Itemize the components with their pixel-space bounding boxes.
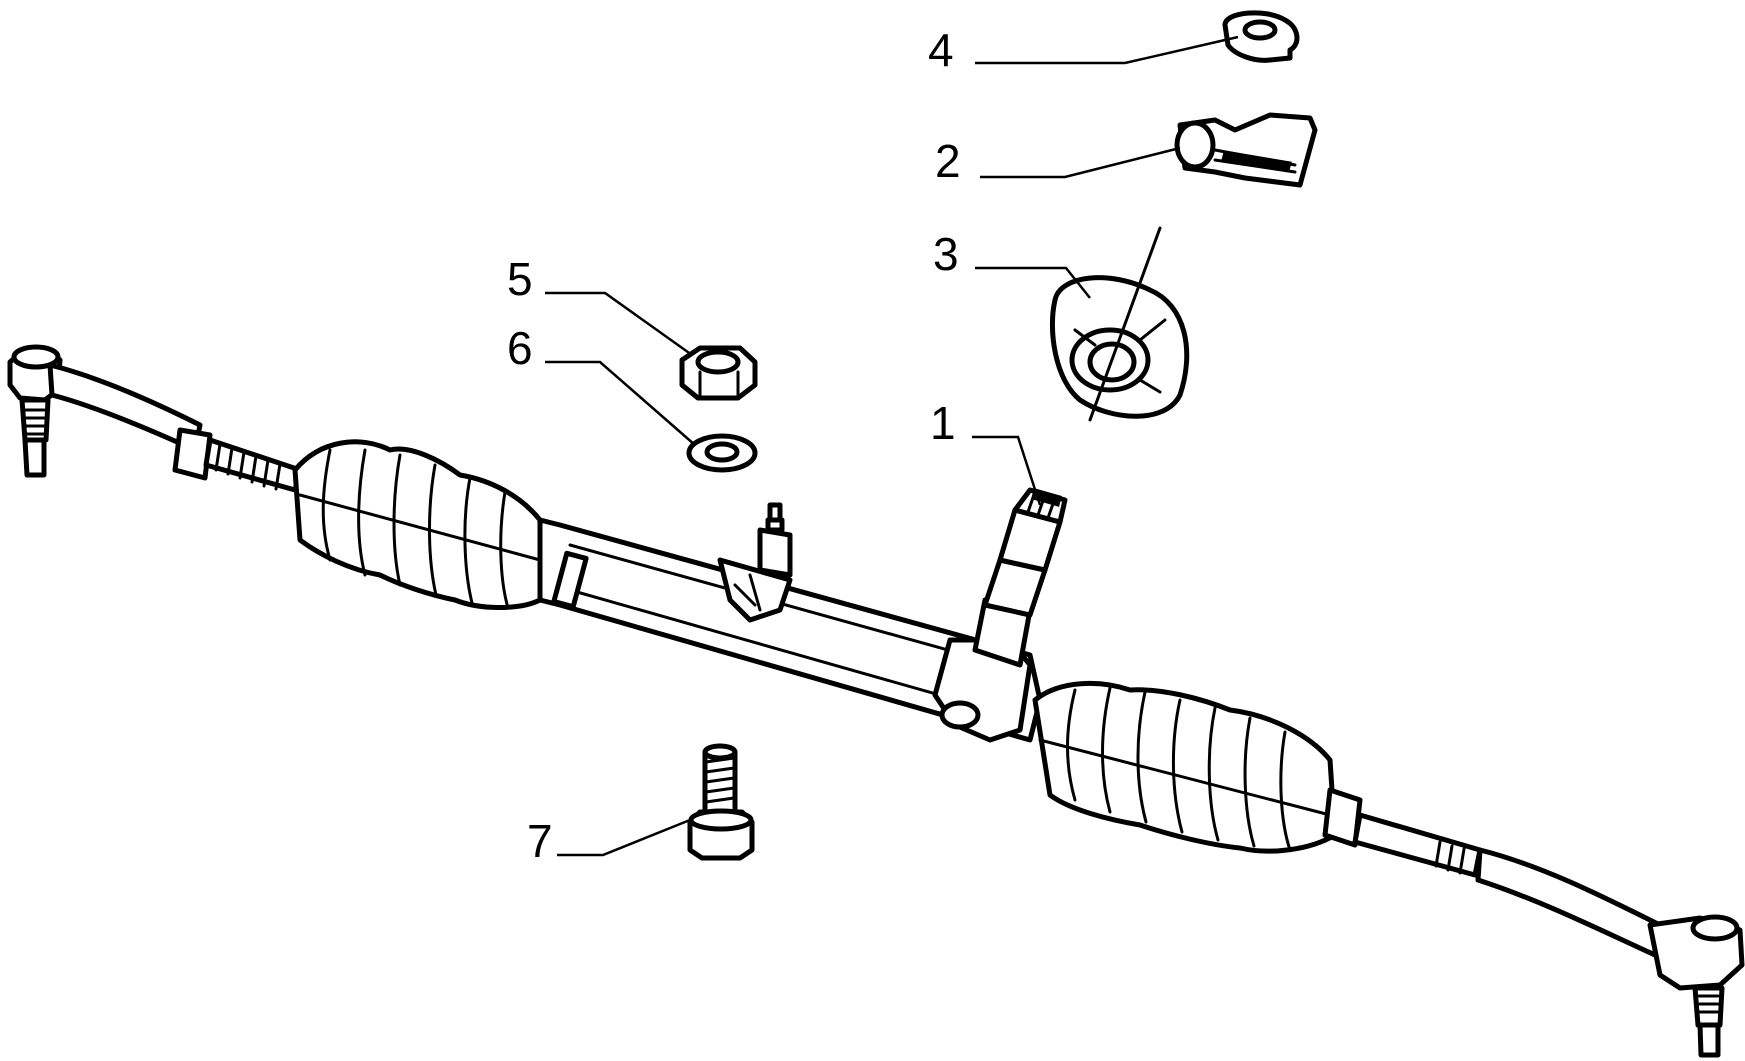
callout-6: 6 — [507, 322, 533, 374]
callout-numbers: 1 2 3 4 5 6 7 — [507, 24, 961, 867]
callout-1: 1 — [930, 397, 956, 449]
leader-7 — [557, 818, 691, 857]
callout-3: 3 — [933, 228, 959, 280]
leader-lines — [545, 35, 1239, 857]
right-bellows-boot — [1032, 681, 1338, 854]
left-tie-rod-end — [7, 344, 203, 478]
left-bellows-boot — [292, 439, 543, 610]
leader-3 — [975, 266, 1091, 299]
clamp-bracket-part — [1174, 112, 1318, 188]
right-tie-rod — [1322, 787, 1663, 958]
leader-4 — [975, 35, 1239, 65]
callout-2: 2 — [935, 135, 961, 187]
pinion-housing — [932, 557, 1048, 743]
leader-2 — [980, 146, 1181, 179]
right-tie-rod-end — [1647, 914, 1745, 1058]
pinion-shaft — [997, 487, 1068, 573]
washer-part — [686, 433, 758, 473]
rack-housing — [537, 502, 1043, 743]
leader-5 — [545, 291, 693, 357]
callout-4: 4 — [928, 24, 954, 76]
bolt-part — [687, 743, 755, 861]
callout-7: 7 — [527, 815, 553, 867]
pinion-seal-boot-part — [1049, 226, 1190, 422]
leader-6 — [545, 360, 696, 446]
clip-part — [1222, 10, 1300, 63]
steering-rack-assembly — [7, 344, 1745, 1058]
callout-5: 5 — [507, 253, 533, 305]
leader-1 — [972, 435, 1042, 506]
left-tie-rod — [172, 427, 303, 493]
nut-part — [679, 345, 758, 401]
